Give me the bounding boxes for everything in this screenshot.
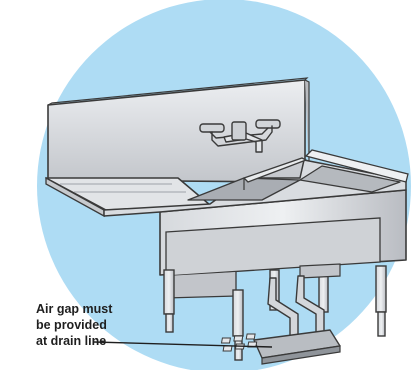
- annotation-line-2: be provided: [36, 317, 146, 333]
- annotation-line-1: Air gap must: [36, 301, 146, 317]
- air-gap-annotation: Air gap must be provided at drain line: [36, 301, 146, 349]
- annotation-line-3: at drain line: [36, 333, 146, 349]
